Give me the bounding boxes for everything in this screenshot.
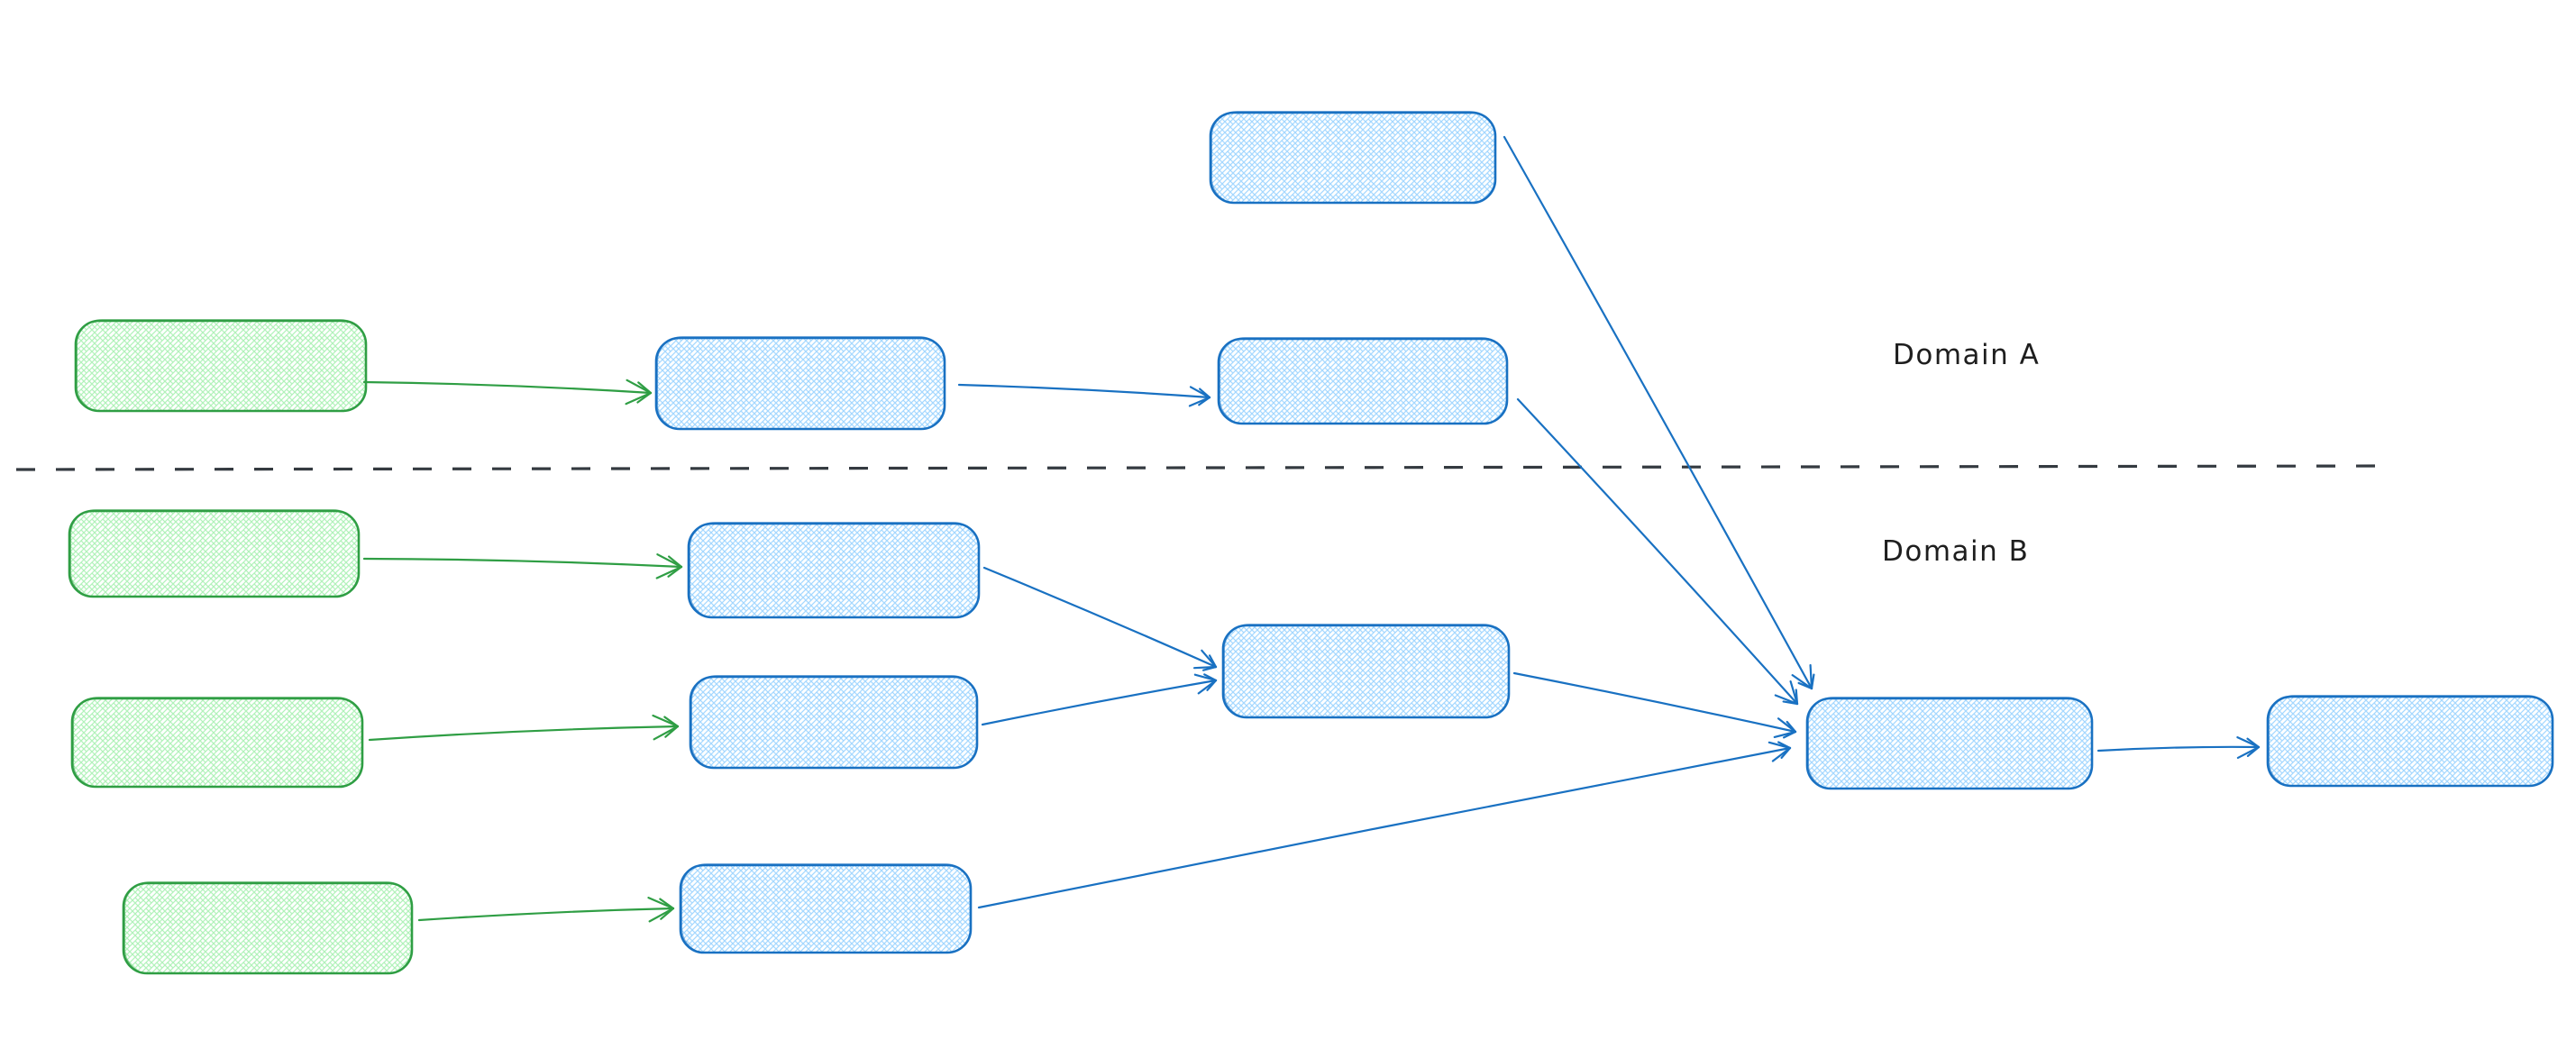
arrow-blue-a2-to-converge[interactable] [1516, 397, 1799, 706]
blue-converge-box[interactable] [1805, 697, 2094, 790]
blue-box-a2-shape[interactable] [1217, 337, 1509, 425]
arrow-blue-merge-to-converge[interactable] [1512, 671, 1797, 739]
arrow-converge-to-final-arrowhead [2246, 737, 2261, 749]
blue-box-top[interactable] [1209, 111, 1497, 205]
domain-divider-dashed-line[interactable] [15, 464, 2395, 471]
arrow-blue-top-to-converge-line[interactable] [1503, 135, 1813, 690]
green-source-box-b1[interactable] [68, 509, 361, 598]
arrow-green-a-to-blue-a1-arrowhead [636, 391, 653, 404]
blue-box-a1[interactable] [654, 336, 946, 431]
arrow-blue-b2-to-merge-line[interactable] [981, 679, 1218, 726]
blue-box-a2-sketch-stroke [1219, 337, 1507, 424]
arrow-green-a-to-blue-a1-line[interactable] [362, 380, 653, 395]
blue-converge-box-sketch-stroke [1808, 697, 2092, 789]
arrow-blue-merge-to-converge-arrowhead [1782, 730, 1797, 739]
blue-box-a1-shape[interactable] [654, 336, 946, 431]
arrow-blue-top-to-converge-arrowhead [1810, 673, 1815, 690]
arrow-blue-merge-to-converge-line[interactable] [1512, 671, 1797, 734]
blue-final-box-sketch-stroke [2269, 695, 2553, 787]
arrow-blue-b3-to-converge-arrowhead [1777, 741, 1792, 750]
arrow-blue-top-to-converge[interactable] [1503, 135, 1815, 690]
arrow-blue-b3-to-converge-line[interactable] [977, 746, 1792, 909]
arrow-green-b2-to-blue-b2-line[interactable] [368, 725, 680, 742]
arrow-blue-b3-to-converge-arrowhead [1780, 746, 1792, 759]
arrow-blue-a1-to-blue-a2-arrowhead [1198, 396, 1211, 406]
green-source-box-b3-shape[interactable] [122, 881, 414, 975]
green-source-box-b2-sketch-stroke [73, 697, 362, 788]
arrow-blue-b2-to-merge[interactable] [981, 673, 1218, 726]
arrow-green-a-to-blue-a1[interactable] [362, 379, 653, 406]
arrow-blue-b3-to-converge[interactable] [977, 741, 1792, 909]
arrow-green-b1-to-blue-b1-arrowhead [668, 555, 683, 569]
arrow-blue-a1-to-blue-a2[interactable] [957, 383, 1211, 407]
blue-final-box[interactable] [2266, 695, 2554, 788]
green-source-box-b1-shape[interactable] [68, 509, 361, 598]
arrow-blue-top-to-converge-arrowhead [1797, 681, 1813, 690]
arrow-green-b2-to-blue-b2-arrowhead [663, 716, 680, 728]
blue-box-a1-sketch-stroke [657, 336, 945, 430]
arrow-green-b2-to-blue-b2[interactable] [368, 714, 680, 742]
green-source-box-a-sketch-stroke [77, 319, 366, 412]
arrow-green-b3-to-blue-b3-arrowhead [659, 898, 675, 910]
blue-box-b2[interactable] [689, 675, 979, 770]
arrow-blue-b1-to-merge[interactable] [982, 566, 1218, 671]
arrow-blue-b2-to-merge-arrowhead [1203, 673, 1218, 682]
arrow-blue-b1-to-merge-line[interactable] [982, 566, 1218, 669]
arrow-green-b1-to-blue-b1[interactable] [362, 553, 683, 579]
blue-final-box-shape[interactable] [2266, 695, 2554, 788]
green-source-box-b2-shape[interactable] [70, 697, 364, 789]
blue-box-b1-sketch-stroke [690, 522, 979, 618]
domain-b-label[interactable]: Domain B [1882, 535, 2029, 568]
blue-box-b1[interactable] [687, 522, 981, 619]
arrow-blue-b2-to-merge-arrowhead [1206, 679, 1218, 691]
arrow-converge-to-final[interactable] [2096, 736, 2261, 760]
domain-a-label[interactable]: Domain A [1893, 339, 2040, 371]
blue-merge-box-b-shape[interactable] [1221, 624, 1511, 719]
green-source-box-b1-sketch-stroke [70, 509, 359, 597]
arrow-blue-a1-to-blue-a2-line[interactable] [957, 383, 1211, 399]
green-source-box-b2[interactable] [70, 697, 364, 789]
blue-converge-box-shape[interactable] [1805, 697, 2094, 790]
blue-box-b2-sketch-stroke [691, 675, 977, 769]
blue-box-b2-shape[interactable] [689, 675, 979, 770]
blue-merge-box-b-sketch-stroke [1224, 624, 1509, 718]
green-source-box-b3-sketch-stroke [124, 881, 412, 974]
blue-box-top-shape[interactable] [1209, 111, 1497, 205]
arrow-blue-a1-to-blue-a2-arrowhead [1199, 388, 1211, 399]
green-source-box-b3[interactable] [122, 881, 414, 975]
arrow-green-a-to-blue-a1-arrowhead [637, 381, 653, 395]
arrow-blue-merge-to-converge-arrowhead [1786, 720, 1797, 734]
arrow-converge-to-final-arrowhead [2246, 745, 2261, 757]
blue-box-b1-shape[interactable] [687, 522, 981, 619]
arrow-blue-b1-to-merge-arrowhead [1208, 654, 1218, 669]
arrow-blue-a2-to-converge-line[interactable] [1516, 397, 1799, 706]
arrow-green-b1-to-blue-b1-arrowhead [667, 565, 683, 578]
blue-merge-box-b[interactable] [1221, 624, 1511, 719]
blue-box-top-sketch-stroke [1211, 111, 1495, 204]
arrow-green-b3-to-blue-b3-line[interactable] [417, 907, 675, 922]
arrow-blue-b1-to-merge-arrowhead [1201, 665, 1218, 671]
arrow-blue-a2-to-converge-arrowhead [1782, 700, 1799, 706]
arrow-green-b1-to-blue-b1-line[interactable] [362, 557, 683, 569]
arrow-blue-a2-to-converge-arrowhead [1795, 689, 1799, 706]
blue-box-b3[interactable] [679, 863, 973, 954]
arrow-green-b3-to-blue-b3[interactable] [417, 897, 675, 923]
blue-box-b3-sketch-stroke [681, 863, 971, 953]
blue-box-a2[interactable] [1217, 337, 1509, 425]
arrow-converge-to-final-line[interactable] [2096, 745, 2261, 753]
green-source-box-a-shape[interactable] [74, 319, 368, 413]
green-source-box-a[interactable] [74, 319, 368, 413]
blue-box-b3-shape[interactable] [679, 863, 973, 954]
arrow-green-b2-to-blue-b2-arrowhead [664, 725, 680, 738]
arrow-green-b3-to-blue-b3-arrowhead [660, 907, 675, 920]
